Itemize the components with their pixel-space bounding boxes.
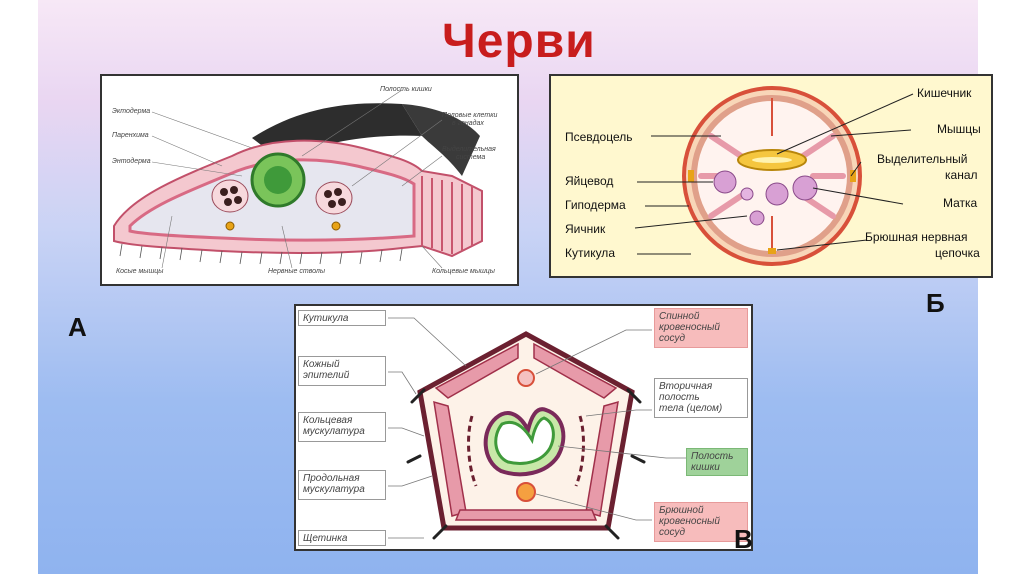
- label-ring-musculature-1: Кольцевая: [303, 415, 381, 426]
- label-excretory-1: Выделительная: [442, 146, 496, 154]
- label-ring-muscles: Кольцевые мышцы: [432, 268, 495, 276]
- label-ventral-vessel-3: сосуд: [659, 527, 743, 538]
- label-ventral-vessel-2: кровеносный: [659, 516, 743, 527]
- label-dorsal-vessel: Спинной кровеносный сосуд: [654, 308, 748, 348]
- label-excretory-2: система: [456, 154, 485, 162]
- label-cuticle-b: Кутикула: [565, 246, 615, 261]
- label-dorsal-vessel-2: кровеносный: [659, 322, 743, 333]
- label-nerve-trunks: Нервные стволы: [268, 268, 325, 276]
- label-ovary: Яичник: [565, 222, 605, 237]
- label-coelom-1: Вторичная: [659, 381, 743, 392]
- label-coelom-2: полость: [659, 392, 743, 403]
- label-dorsal-vessel-3: сосуд: [659, 333, 743, 344]
- label-coelom-3: тела (целом): [659, 403, 743, 414]
- label-excretory-canal-2: канал: [945, 168, 978, 183]
- label-longitudinal-musculature: Продольная мускулатура: [298, 470, 386, 500]
- panel-a-flatworm: Эктодерма Паренхима Энтодерма Полость ки…: [100, 74, 519, 286]
- label-gut-cavity-v-1: Полость: [691, 451, 743, 462]
- label-parenchyma: Паренхима: [112, 132, 149, 140]
- label-skin-epithelium-1: Кожный: [303, 359, 381, 370]
- label-ectoderm: Эктодерма: [112, 108, 150, 116]
- label-uterus: Матка: [943, 196, 977, 211]
- letter-b: Б: [926, 288, 945, 319]
- label-longitudinal-musculature-1: Продольная: [303, 473, 381, 484]
- label-skin-epithelium: Кожный эпителий: [298, 356, 386, 386]
- roundworm-illustration: [551, 76, 991, 276]
- panel-v-annelid: Кутикула Кожный эпителий Кольцевая муску…: [294, 304, 753, 551]
- panel-b-roundworm: Псевдоцель Яйцевод Гиподерма Яичник Кути…: [549, 74, 993, 278]
- letter-v: В: [734, 524, 753, 555]
- label-dorsal-vessel-1: Спинной: [659, 311, 743, 322]
- label-gut-cavity-v-2: кишки: [691, 462, 743, 473]
- slide-title: Черви: [442, 14, 596, 69]
- label-bristle: Щетинка: [298, 530, 386, 546]
- label-intestine: Кишечник: [917, 86, 971, 101]
- label-longitudinal-musculature-2: мускулатура: [303, 484, 381, 495]
- label-coelom: Вторичная полость тела (целом): [654, 378, 748, 418]
- label-excretory-canal-1: Выделительный: [877, 152, 967, 167]
- label-oviduct: Яйцевод: [565, 174, 613, 189]
- slide-background: Черви: [38, 0, 978, 574]
- label-nerve-cord-1: Брюшная нервная: [865, 230, 967, 245]
- label-nerve-cord-2: цепочка: [935, 246, 980, 261]
- letter-a: А: [68, 312, 87, 343]
- label-muscles: Мышцы: [937, 122, 981, 137]
- label-gut-cavity-v: Полость кишки: [686, 448, 748, 476]
- label-gut-cavity: Полость кишки: [380, 86, 432, 94]
- label-gonads-2: в гонадах: [452, 120, 484, 128]
- label-skin-epithelium-2: эпителий: [303, 370, 381, 381]
- flatworm-illustration: [102, 76, 517, 284]
- label-ring-musculature-2: мускулатура: [303, 426, 381, 437]
- label-endoderm: Энтодерма: [112, 158, 151, 166]
- label-pseudocoel: Псевдоцель: [565, 130, 632, 145]
- label-cuticle-v: Кутикула: [298, 310, 386, 326]
- label-gonads-1: Половые клетки: [442, 112, 497, 120]
- label-oblique-muscles: Косые мышцы: [116, 268, 163, 276]
- label-ring-musculature: Кольцевая мускулатура: [298, 412, 386, 442]
- label-ventral-vessel-1: Брюшной: [659, 505, 743, 516]
- label-hypodermis: Гиподерма: [565, 198, 626, 213]
